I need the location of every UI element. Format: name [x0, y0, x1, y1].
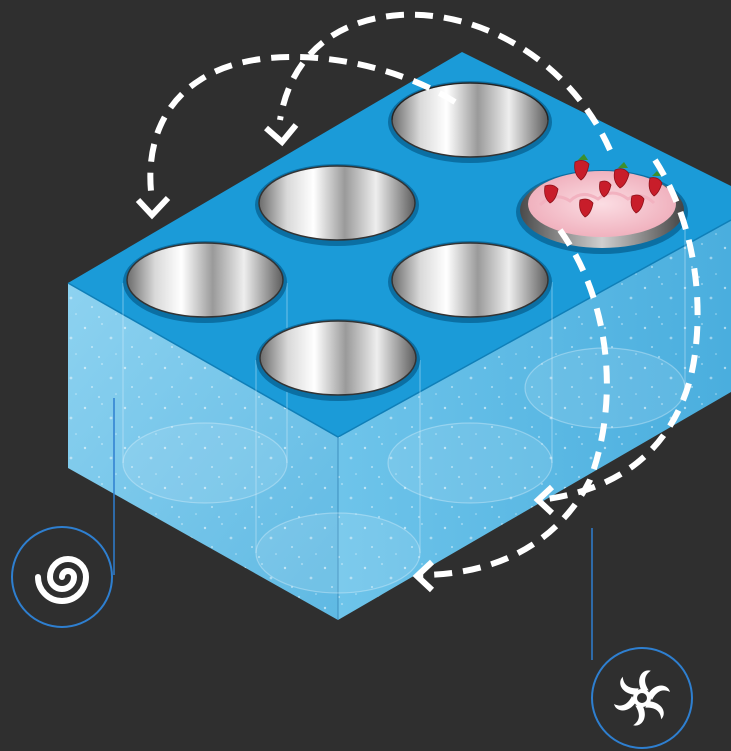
- well-front-left: [123, 241, 287, 323]
- well-front-center: [256, 319, 420, 401]
- well-middle-left: [255, 164, 419, 246]
- well-back-center: [388, 81, 552, 163]
- well-middle-right: [388, 241, 552, 323]
- right-callout: [592, 528, 692, 748]
